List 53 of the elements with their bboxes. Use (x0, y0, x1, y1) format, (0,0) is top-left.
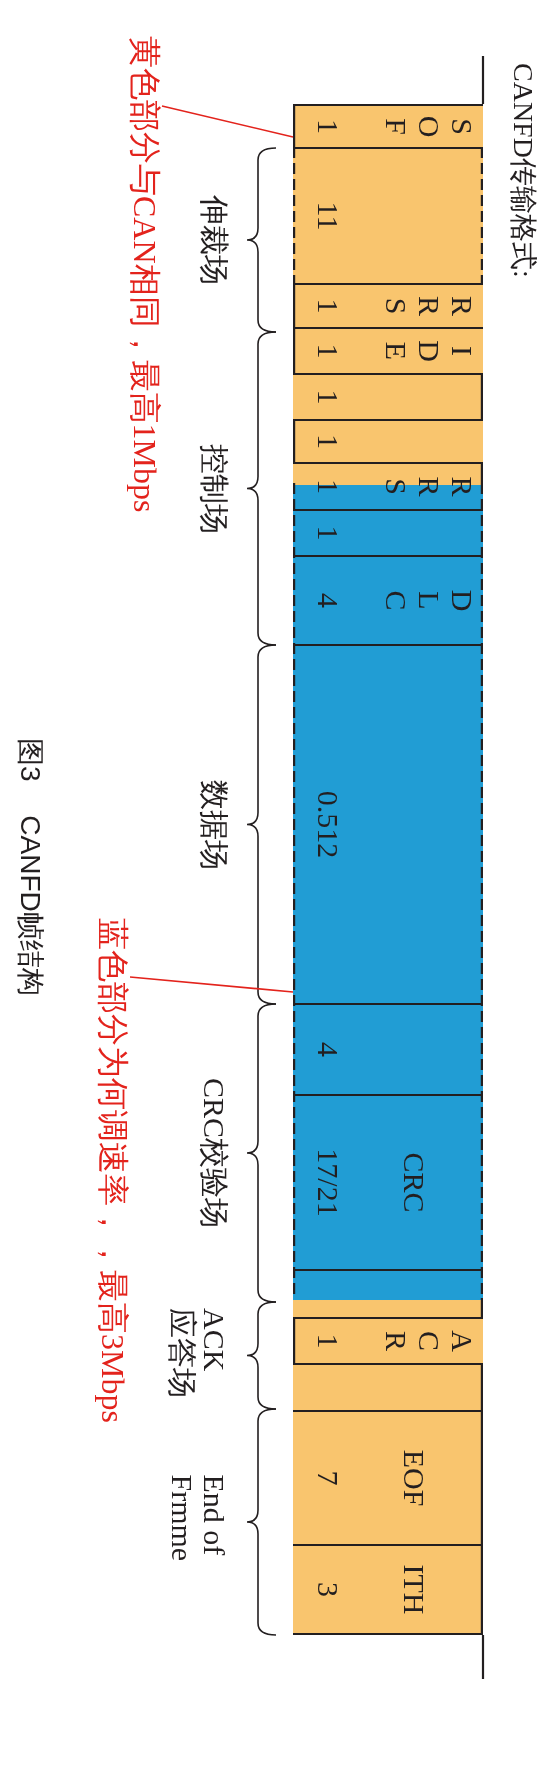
leader-line (129, 976, 294, 993)
field-group-label: 伸裁场 (198, 195, 230, 285)
annotation-text: 黄色部分与CAN相同，最高1Mbps (128, 36, 162, 513)
field-abbreviation: RRS (380, 295, 479, 318)
bit-count: 1 (312, 119, 345, 134)
bit-count: 1 (312, 525, 345, 541)
field-abbreviation: DLC (380, 588, 479, 614)
bit-count: 7 (312, 1470, 345, 1486)
field-group-label: End of Frmme (166, 1474, 230, 1564)
annotation-text: 蓝色部分为何调速率，，最高3Mbps (96, 918, 130, 1423)
bit-field (293, 1094, 483, 1269)
bit-field (293, 419, 483, 462)
field-abbreviation: EOF (398, 1449, 431, 1507)
field-group-label: 数据场 (198, 779, 230, 870)
bit-field (293, 1363, 483, 1410)
bit-count: 1 (312, 343, 345, 359)
bit-field (293, 1544, 483, 1635)
bit-field (293, 283, 483, 327)
bit-field (293, 104, 483, 147)
bit-count: 4 (312, 593, 345, 608)
bit-field (293, 1269, 483, 1317)
bit-count: 17/21 (312, 1148, 345, 1217)
field-abbreviation: RRS (380, 475, 479, 499)
bit-count: 3 (312, 1582, 345, 1597)
field-abbreviation: IDE (380, 339, 479, 364)
field-abbreviation: SOF (380, 114, 479, 140)
bit-count: 1 (312, 298, 345, 314)
bit-count: 11 (312, 201, 345, 231)
bit-count: 1 (312, 1333, 345, 1349)
field-abbreviation: ITH (398, 1564, 431, 1615)
bit-count: 1 (312, 389, 345, 405)
diagram-title: CANFD传输格式: (508, 63, 538, 278)
bit-field (293, 147, 483, 283)
bit-field (293, 462, 483, 509)
field-group-label: CRC校验场 (198, 1078, 230, 1228)
bit-count: 4 (312, 1042, 345, 1057)
bit-field (293, 1410, 483, 1544)
bit-field (293, 509, 483, 555)
field-abbreviation: ACR (380, 1329, 479, 1354)
field-group-label: 控制场 (198, 443, 230, 534)
bit-field (293, 1003, 483, 1094)
bit-field (293, 1317, 483, 1363)
bit-count: 1 (312, 434, 345, 449)
bit-field (293, 327, 483, 373)
figure-caption: 图3 CANFD帧结构 (15, 738, 45, 996)
field-group-label: ACK 应答场 (166, 1308, 230, 1400)
field-abbreviation: CRC (398, 1152, 431, 1213)
bit-field (293, 555, 483, 644)
bit-count: 1 (312, 479, 345, 494)
bit-field (293, 644, 483, 1003)
leader-line (161, 105, 294, 138)
bit-count: 0.512 (312, 790, 345, 859)
bit-field (293, 373, 483, 419)
